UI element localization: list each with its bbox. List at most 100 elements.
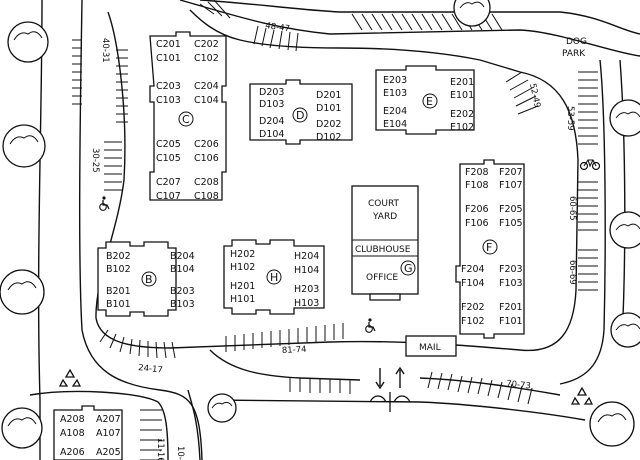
unit-label: H103 [294,298,319,309]
dog-park-label-2: PARK [562,49,586,59]
mail-kiosk[interactable] [405,335,457,357]
tree-icon [609,211,640,249]
parking-label: 66-69 [567,260,577,285]
unit-label: D202 [316,119,341,130]
unit-label: E202 [450,109,474,120]
tree-icon [610,312,640,348]
building-letter: F [486,241,492,254]
unit-label: E104 [383,119,407,130]
parking-row-24-17 [99,329,176,359]
unit-label: F207 [499,167,523,178]
parking-row-11-16 [140,409,162,460]
unit-label: F106 [465,218,489,229]
recycle-icon [570,386,594,405]
mail-label: MAIL [419,343,441,353]
building-a[interactable] [53,405,123,460]
unit-label: C104 [194,95,219,106]
unit-label: A208 [60,414,85,425]
unit-label: C204 [194,81,219,92]
building-letter: C [182,113,190,126]
tree-icon [609,99,640,137]
unit-label: B103 [170,299,195,310]
wheelchair-icon [365,318,376,333]
parking-label: 10- [175,446,185,460]
unit-label: C207 [156,177,181,188]
parking-row-left-outer [72,39,82,105]
building-letter: E [426,95,433,108]
building-g[interactable] [351,185,419,301]
unit-label: B101 [106,299,131,310]
unit-label: A207 [96,414,121,425]
unit-label: D201 [316,90,341,101]
building-letter-circle [141,271,157,287]
parking-row-81-74 [225,323,344,352]
parking-row-30-25 [104,141,122,191]
parking-row-top-left [199,0,231,19]
parking-label: 48-47 [265,21,291,34]
building-letter-circle [422,93,438,109]
unit-label: F208 [465,167,489,178]
unit-label: B104 [170,264,195,275]
unit-label: E203 [383,75,407,86]
building-letter-circle [178,111,194,127]
unit-label: F105 [499,218,523,229]
unit-label: H202 [230,249,255,260]
clubhouse-label: CLUBHOUSE [355,245,411,255]
building-b[interactable] [97,241,177,317]
tree-icon [7,21,49,63]
parking-stalls [72,0,598,460]
unit-label: B202 [106,251,131,262]
unit-label: D204 [259,116,284,127]
court-yard-label-1: COURT [368,199,400,209]
unit-label: B201 [106,286,131,297]
unit-label: C103 [156,95,181,106]
unit-label: F204 [461,264,485,275]
unit-label: A206 [60,447,85,458]
unit-label: E102 [450,122,474,133]
unit-label: C102 [194,53,219,64]
unit-label: H201 [230,281,255,292]
unit-label: H104 [294,265,319,276]
office-label: OFFICE [366,273,398,283]
parking-label: 81-74 [282,345,307,356]
parking-row-70-73 [427,371,533,405]
unit-label: C108 [194,191,219,202]
unit-label: F201 [499,302,523,313]
unit-label: D104 [259,129,284,140]
unit-label: H204 [294,251,319,262]
unit-label: C205 [156,139,181,150]
dog-park-label-1: DOG [566,37,587,47]
parking-label: 70-73 [506,379,532,392]
unit-label: F103 [499,278,523,289]
parking-row-53-59 [578,71,598,145]
building-letter: B [145,273,153,286]
unit-label: A205 [96,447,121,458]
unit-label: A107 [96,428,121,439]
recycle-icon [58,368,82,387]
unit-label: F108 [465,180,489,191]
unit-label: F107 [499,180,523,191]
unit-label: B102 [106,264,131,275]
unit-label: F102 [461,316,485,327]
bicycle-icon [579,159,601,171]
tree-icon [0,269,45,315]
parking-label: 60-65 [567,196,577,221]
unit-label: C208 [194,177,219,188]
unit-label: E204 [383,106,407,117]
parking-row-40-31 [116,49,128,123]
parking-row-48-47 [253,25,299,52]
parking-row-66-69 [578,249,598,291]
parking-row-52-49 [505,71,539,115]
parking-row-bottom-outer [289,378,351,394]
unit-label: F205 [499,204,523,215]
unit-label: C203 [156,81,181,92]
unit-label: D103 [259,99,284,110]
unit-label: H101 [230,294,255,305]
entry-exit-arrows-icon [369,366,411,412]
unit-label: C107 [156,191,181,202]
unit-label: C106 [194,153,219,164]
parking-row-60-65 [578,181,598,231]
parking-label: 30-25 [90,148,100,173]
building-letter-circle [292,107,308,123]
unit-label: B204 [170,251,195,262]
